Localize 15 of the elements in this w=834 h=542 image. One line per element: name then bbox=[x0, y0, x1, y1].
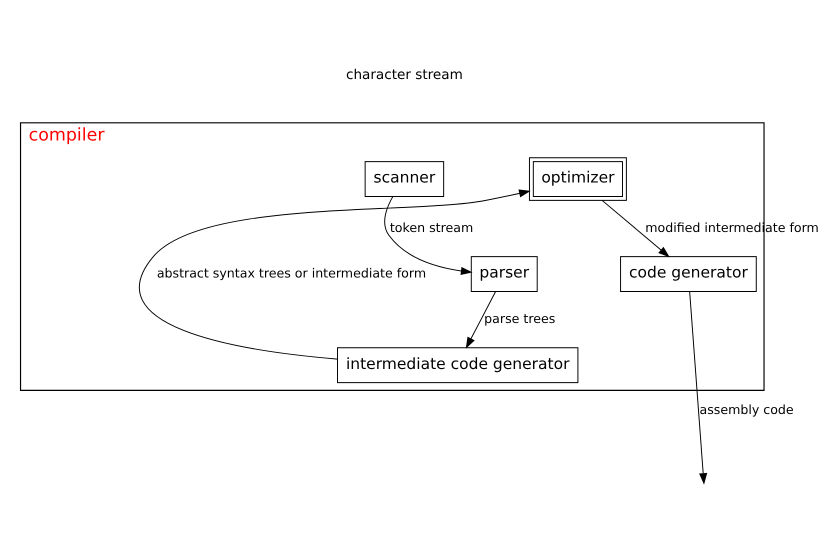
arrow bbox=[466, 291, 496, 349]
node-box: optimizer bbox=[528, 157, 627, 201]
node-box: scanner bbox=[364, 161, 444, 197]
arrow bbox=[602, 200, 670, 258]
edge-label: assembly code bbox=[699, 402, 794, 418]
arrow bbox=[689, 291, 708, 485]
node-box: parser bbox=[470, 256, 538, 292]
node-box: intermediate code generator bbox=[337, 347, 578, 384]
edge-label: token stream bbox=[390, 220, 474, 235]
edge-label: abstract syntax trees or intermediate form bbox=[156, 265, 426, 280]
arrow bbox=[384, 196, 473, 275]
edge-label: parse trees bbox=[484, 310, 556, 326]
arrow bbox=[138, 189, 531, 360]
node-box: code generator bbox=[620, 256, 757, 292]
label: character stream bbox=[346, 66, 463, 83]
